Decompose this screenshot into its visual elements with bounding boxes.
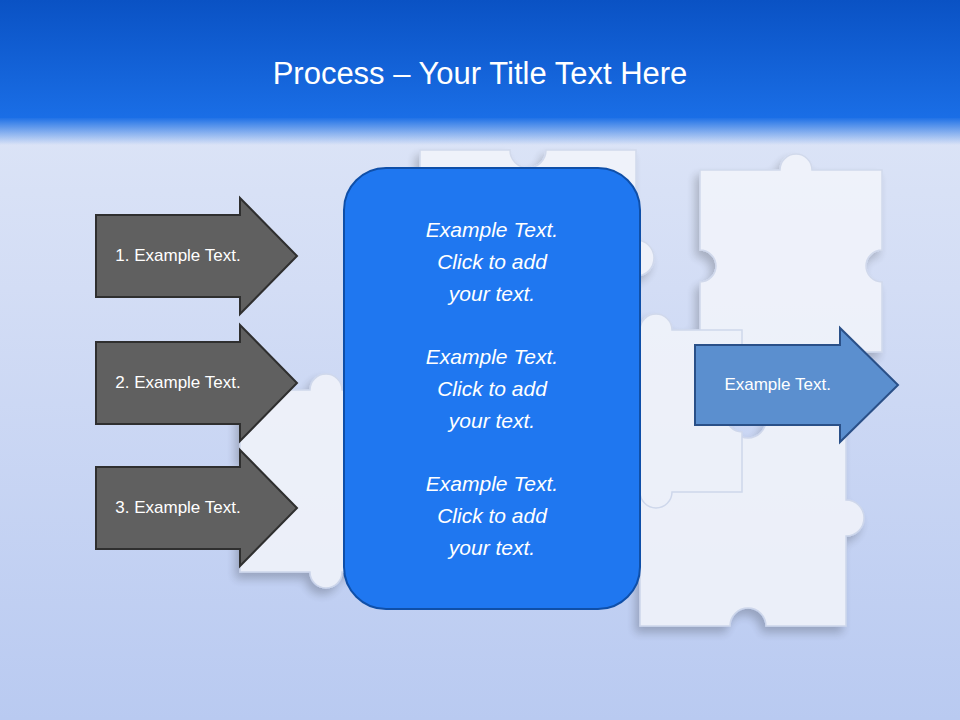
input-arrow: 2. Example Text. [96,325,297,441]
output-arrow-shape [695,328,898,442]
input-arrow-shape [96,198,297,314]
output-arrow: Example Text. [695,328,898,442]
box-text: Example Text. Click to add your text. [415,468,570,564]
banner-fade [0,117,960,145]
input-arrow-shape [96,450,297,566]
input-arrow: 3. Example Text. [96,450,297,566]
box-text: Example Text. Click to add your text. [415,214,570,310]
arrow-label: 2. Example Text. [115,373,240,393]
process-box: Example Text. Click to add your text. Exa… [344,168,640,609]
arrow-label: Example Text. [724,375,830,395]
arrow-label: 1. Example Text. [115,246,240,266]
process-box-shape [344,168,640,609]
input-arrow: 1. Example Text. [96,198,297,314]
text-holder: Example Text. Click to add your text. Exa… [344,168,640,609]
text-holder: Example Text. [695,345,860,425]
text-holder: 3. Example Text. [96,467,260,549]
puzzle-illustration [240,150,882,626]
title-banner [0,0,960,118]
slide-title: Process – Your Title Text Here [0,52,960,96]
arrow-label: 3. Example Text. [115,498,240,518]
box-text: Example Text. Click to add your text. [415,341,570,437]
text-holder: 1. Example Text. [96,215,260,297]
text-holder: 2. Example Text. [96,342,260,424]
input-arrow-shape [96,325,297,441]
